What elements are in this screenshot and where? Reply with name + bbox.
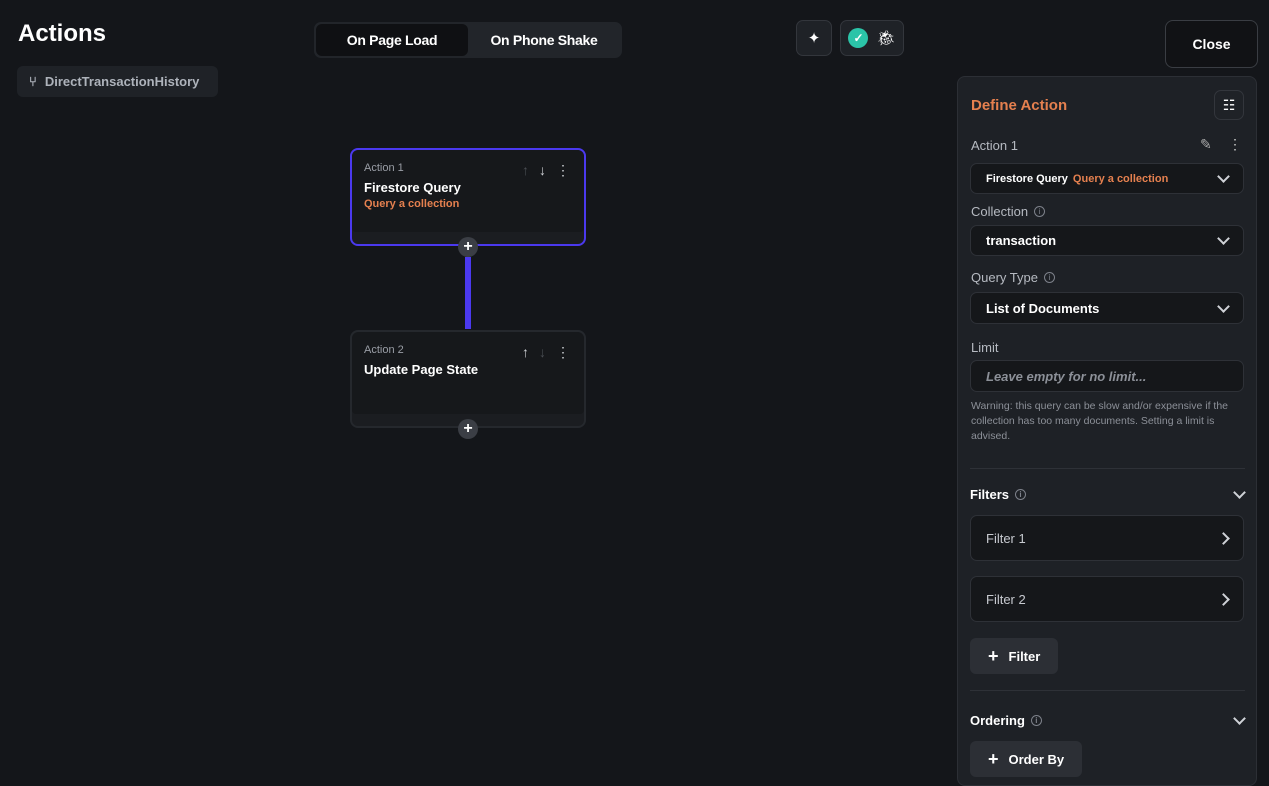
action-label: Action 2 [364, 344, 404, 356]
trigger-tabs: On Page Load On Phone Shake [314, 22, 622, 58]
action-name: Update Page State [364, 362, 479, 377]
add-action-button[interactable]: + [458, 419, 478, 439]
action-label: Action 1 [364, 162, 404, 174]
info-icon[interactable]: i [1034, 206, 1046, 217]
page-title: Actions [18, 20, 107, 47]
info-icon[interactable]: i [1015, 489, 1027, 500]
chevron-down-icon [1217, 299, 1230, 313]
tab-on-page-load[interactable]: On Page Load [316, 24, 468, 56]
move-up-icon[interactable]: ↑ [522, 344, 529, 360]
bug-icon: 🐞︎ [876, 30, 896, 47]
chevron-down-icon [1217, 170, 1230, 183]
move-up-icon[interactable]: ↑ [522, 162, 529, 178]
info-icon[interactable]: i [1043, 272, 1055, 283]
breadcrumb-label: DirectTransactionHistory [44, 74, 200, 89]
limit-label: Limit [971, 340, 999, 355]
divider [970, 468, 1245, 469]
panel-title: Define Action [971, 97, 1068, 114]
add-note-button[interactable]: ☷ [1214, 90, 1244, 120]
branch-icon: ⑂ [29, 74, 37, 89]
plus-icon: + [988, 645, 999, 666]
move-down-icon[interactable]: ↓ [539, 162, 546, 178]
debug-button[interactable]: ✓ 🐞︎ [840, 20, 904, 56]
filter-item[interactable]: Filter 1 [970, 515, 1244, 561]
note-add-icon: ☷ [1222, 96, 1236, 113]
edit-icon[interactable]: ✎ [1200, 136, 1212, 152]
close-button[interactable]: Close [1165, 20, 1258, 68]
info-icon[interactable]: i [1030, 715, 1042, 726]
query-type-value: List of Documents [986, 300, 1100, 316]
action-card-1[interactable]: Action 1 Firestore Query Query a collect… [350, 148, 586, 246]
more-icon[interactable]: ⋮ [556, 344, 570, 360]
action-name-label: Action 1 [971, 138, 1018, 153]
more-icon[interactable]: ⋮ [1228, 136, 1242, 152]
divider [970, 690, 1245, 691]
chevron-down-icon [1233, 712, 1246, 725]
plus-icon: + [988, 748, 999, 769]
ai-action-button[interactable]: ✦ [796, 20, 832, 56]
chevron-down-icon [1217, 232, 1230, 245]
action-type-dropdown[interactable]: Firestore Query Query a collection [970, 163, 1244, 194]
tab-on-phone-shake[interactable]: On Phone Shake [490, 32, 598, 48]
limit-placeholder: Leave empty for no limit... [986, 368, 1147, 384]
collection-value: transaction [986, 233, 1057, 248]
collection-dropdown[interactable]: transaction [970, 225, 1244, 256]
action-type: Firestore Query [986, 172, 1068, 185]
breadcrumb-page[interactable]: ⑂ DirectTransactionHistory [17, 66, 218, 97]
action-card-2[interactable]: Action 2 Update Page State ↑ ↓ ⋮ [350, 330, 586, 428]
query-type-dropdown[interactable]: List of Documents [970, 292, 1244, 324]
action-subtitle: Query a collection [1072, 172, 1169, 185]
move-down-icon[interactable]: ↓ [539, 344, 546, 360]
action-name: Firestore Query [364, 180, 461, 195]
more-icon[interactable]: ⋮ [556, 162, 570, 178]
filter-item[interactable]: Filter 2 [970, 576, 1244, 622]
check-circle-icon: ✓ [848, 28, 869, 48]
limit-warning: Warning: this query can be slow and/or e… [971, 400, 1228, 442]
chevron-right-icon [1217, 592, 1230, 606]
add-filter-button[interactable]: +Filter [970, 638, 1059, 674]
action-subtitle: Query a collection [364, 198, 460, 210]
chevron-down-icon [1233, 486, 1246, 499]
limit-input[interactable]: Leave empty for no limit... [970, 360, 1244, 392]
ai-icon: ✦ [807, 30, 821, 47]
chevron-right-icon [1217, 531, 1230, 545]
connector-line [465, 257, 471, 329]
define-action-panel: Define Action ☷ Action 1 ✎ ⋮ Firestore Q… [957, 76, 1257, 786]
add-action-button[interactable]: + [458, 237, 478, 257]
add-order-by-button[interactable]: +Order By [970, 741, 1083, 777]
